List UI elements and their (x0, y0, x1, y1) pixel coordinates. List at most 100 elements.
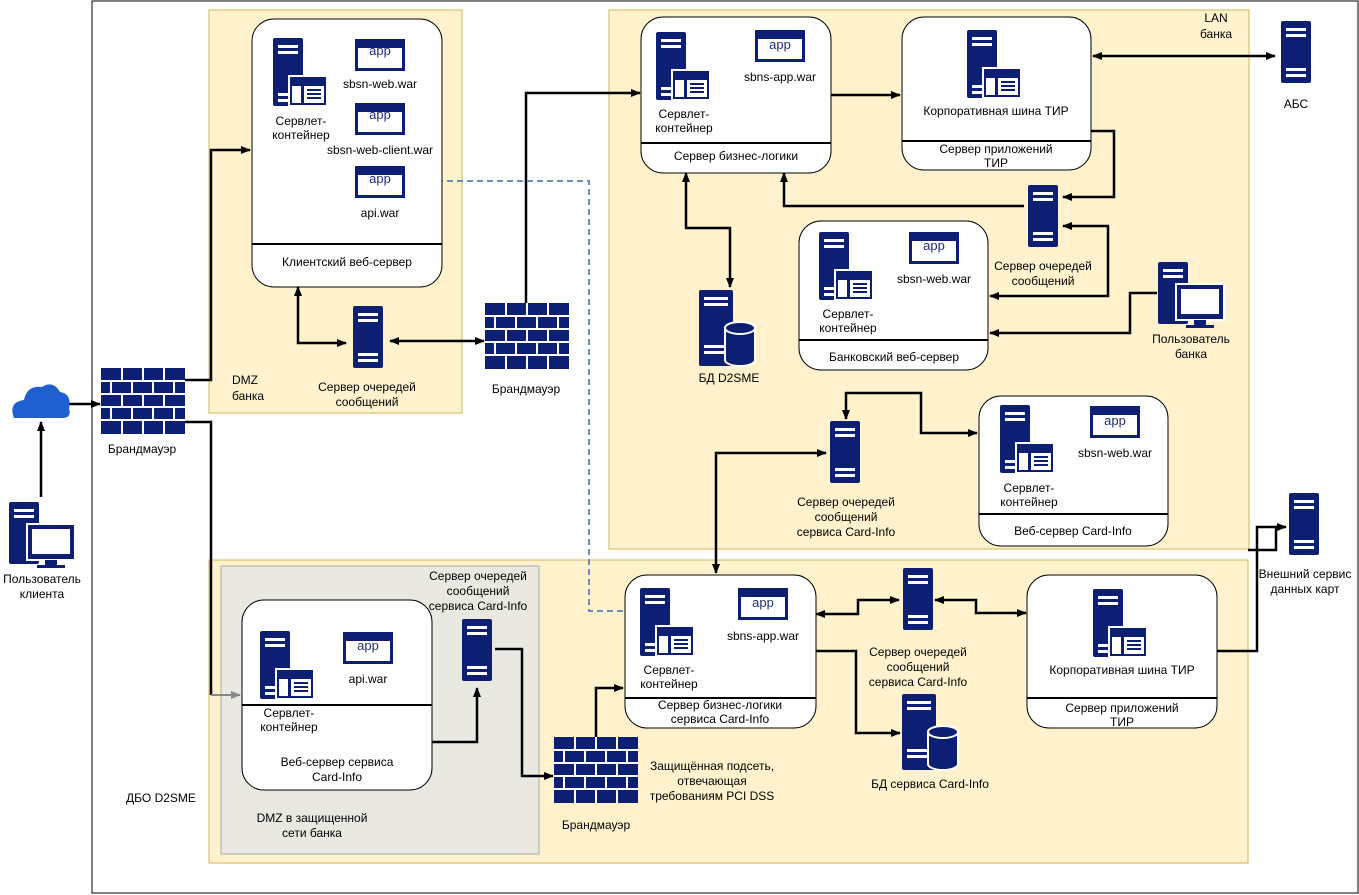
link-queue-bankweb (989, 222, 1110, 300)
link-tir-external-a (1248, 525, 1284, 552)
bank-web-server-box: Сервлет- контейнер app sbsn-web.war Банк… (798, 220, 989, 371)
link-firewall2-biz (524, 89, 641, 303)
biz-logic-server-box: Сервлет- контейнер app sbns-app.war Серв… (640, 16, 832, 174)
app-badge: app (369, 43, 391, 58)
cardinfo-db-label: БД сервиса Card-Info (871, 777, 989, 791)
biz-app-1: sbns-app.war (744, 70, 816, 84)
lan-queue-label-2: сообщений (1012, 274, 1075, 288)
app-badge: app (369, 171, 391, 186)
cardinfo-queue-dmz-label-2: сообщений (447, 584, 510, 598)
cardinfo-biz-server-box: Сервлет- контейнер app sbns-app.war Серв… (624, 574, 817, 729)
cardinfo-web-container-label-1: Сервлет- (1004, 481, 1055, 495)
app-badge: app (369, 107, 391, 122)
cardinfo-tir-bus-label: Корпоративная шина ТИР (1049, 663, 1194, 677)
client-web-server-box: Сервлет- контейнер app sbsn-web.war app … (251, 18, 443, 288)
cardinfo-web-server-box: Сервлет- контейнер app sbsn-web.war Веб-… (978, 395, 1169, 547)
biz-title: Сервер бизнес-логики (674, 149, 798, 163)
client-user-label-1: Пользователь (3, 572, 81, 586)
client-web-app-3: api.war (361, 206, 400, 220)
cardinfo-dmz-app-1: api.war (349, 672, 388, 686)
cardinfo-web-app-1: sbsn-web.war (1078, 446, 1152, 460)
lan-zone-label-1: LAN (1204, 11, 1227, 25)
db-d2sme-label: БД D2SME (699, 371, 760, 385)
cardinfo-biz-container-label-2: контейнер (640, 677, 698, 691)
cardinfo-queue-pci-label-1: Сервер очередей (869, 645, 967, 659)
bank-web-title: Банковский веб-сервер (829, 350, 959, 364)
cardinfo-queue-lan-server-icon (830, 421, 860, 483)
lan-queue-label-1: Сервер очередей (994, 259, 1092, 273)
external-service-label-1: Внешний сервис (1259, 567, 1352, 581)
cardinfo-dmz-container-label-2: контейнер (260, 720, 318, 734)
tir-title-2: ТИР (984, 156, 1008, 170)
link-firewall-clientweb (184, 146, 251, 382)
client-web-title: Клиентский веб-сервер (282, 255, 412, 269)
cardinfo-biz-title-2: сервиса Card-Info (671, 712, 770, 726)
tir-title-1: Сервер приложений (939, 142, 1052, 156)
bank-web-container-label-1: Сервлет- (823, 307, 874, 321)
cardinfo-queue-dmz-server-icon (462, 619, 492, 681)
cardinfo-web-container-label-2: контейнер (1000, 495, 1058, 509)
firewall-dmz-label: Брандмауэр (492, 382, 561, 396)
bank-web-app-1: sbsn-web.war (897, 272, 971, 286)
dmz-zone-label-1: DMZ (232, 373, 258, 387)
link-cardbiz-cardqueue (815, 596, 900, 618)
dmz-protected-label-2: сети банка (282, 826, 342, 840)
app-badge: app (1104, 413, 1126, 428)
link-cardqueue-cardbiz (712, 449, 827, 574)
link-firewall-dbo (184, 420, 213, 695)
cardinfo-queue-pci-server-icon (903, 568, 933, 630)
client-web-app-2: sbsn-web-client.war (327, 143, 433, 157)
client-web-container-label-2: контейнер (272, 128, 330, 142)
cardinfo-tir-title-2: ТИР (1110, 715, 1134, 729)
link-biz-db (682, 172, 734, 288)
cardinfo-web-title: Веб-сервер Card-Info (1014, 524, 1132, 538)
cardinfo-queue-lan-label-1: Сервер очередей (797, 495, 895, 509)
bank-web-container-label-2: контейнер (819, 321, 877, 335)
cardinfo-dmz-web-server-box: Сервлет- контейнер app api.war Веб-серве… (241, 599, 433, 791)
cardinfo-biz-title-1: Сервер бизнес-логики (658, 698, 782, 712)
cloud-icon (12, 384, 70, 418)
firewall-pci-icon (553, 736, 639, 804)
pci-subnet-label-3: требованиям PCI DSS (650, 789, 775, 803)
dmz-protected-label-1: DMZ в защищенной (257, 811, 368, 825)
abs-label: АБС (1284, 97, 1309, 111)
cardinfo-tir-title-1: Сервер приложений (1065, 701, 1178, 715)
link-biz-queue (780, 172, 1024, 208)
abs-server-icon (1281, 21, 1311, 83)
link-tir-external (1217, 523, 1287, 653)
firewall-main-label: Брандмауэр (108, 442, 177, 456)
cardinfo-queue-pci-label-2: сообщений (887, 660, 950, 674)
connections (37, 52, 1287, 780)
cardinfo-queue-pci-label-3: сервиса Card-Info (869, 675, 968, 689)
link-dmzweb-dmzqueue (432, 687, 481, 744)
cardinfo-dmz-title-2: Card-Info (312, 770, 362, 784)
pci-subnet-label-1: Защищённая подсеть, (650, 759, 774, 773)
dmz-zone-label-2: банка (232, 389, 264, 403)
client-user-workstation-icon (8, 501, 76, 569)
bank-user-label-2: банка (1175, 347, 1207, 361)
external-service-label-2: данных карт (1271, 582, 1340, 596)
app-badge: app (769, 37, 791, 52)
cardinfo-queue-dmz-label-1: Сервер очередей (429, 569, 527, 583)
link-bankuser-bankweb (989, 291, 1157, 337)
dmz-queue-server-icon (353, 306, 383, 368)
link-clientweb-queue (294, 286, 347, 347)
cardinfo-biz-container-label-1: Сервлет- (644, 663, 695, 677)
client-web-app-1: sbsn-web.war (343, 77, 417, 91)
outer-frame (91, 0, 1359, 894)
link-dmzqueue-firewall3 (495, 647, 554, 780)
app-badge: app (357, 638, 379, 653)
cardinfo-tir-server-box: Корпоративная шина ТИР Сервер приложений… (1026, 574, 1218, 729)
firewall-main-icon (100, 367, 186, 435)
bank-user-label-1: Пользователь (1152, 332, 1230, 346)
pci-subnet-label-2: отвечающая (677, 774, 746, 788)
link-cardbiz-api-dashed (404, 177, 623, 612)
link-cardbiz-carddb (816, 649, 901, 737)
client-web-container-label-1: Сервлет- (276, 114, 327, 128)
cardinfo-biz-app-1: sbns-app.war (727, 629, 799, 643)
tir-server-box: Корпоративная шина ТИР Сервер приложений… (901, 16, 1092, 171)
lan-zone-label-2: банка (1200, 27, 1232, 41)
cardinfo-queue-lan-label-2: сообщений (815, 510, 878, 524)
link-tir-queue (1062, 129, 1116, 201)
